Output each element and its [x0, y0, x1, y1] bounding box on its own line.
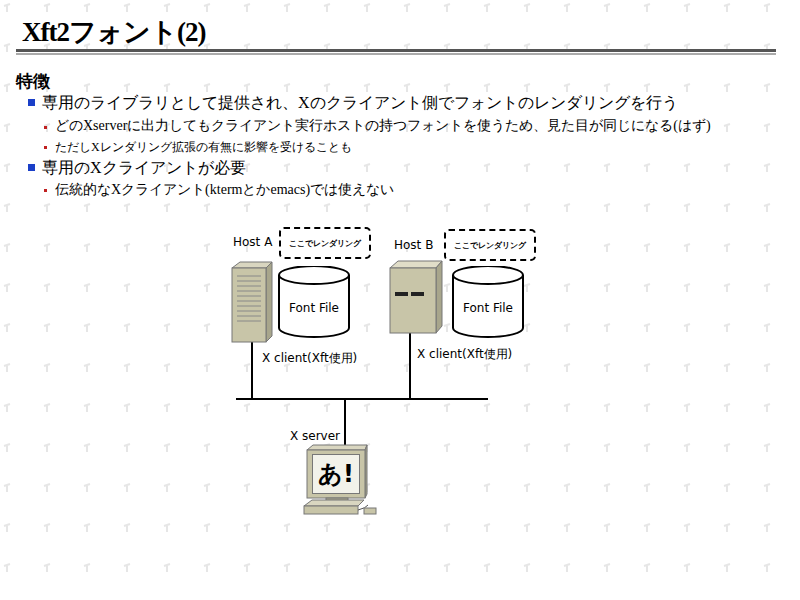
bullet-text: 専用のライブラリとして提供され、Xのクライアント側でフォントのレンダリングを行う — [42, 93, 678, 114]
bullet-dot — [44, 189, 47, 192]
sub-bullet-text: どのXserverに出力してもクライアント実行ホストの持つフォントを使うため、見… — [55, 117, 711, 135]
title-rule-light — [16, 53, 776, 55]
cylinder-body — [279, 266, 349, 337]
screen-text: あ! — [318, 462, 354, 486]
callout-text: ここでレンダリング — [289, 238, 361, 249]
font-file-cylinder: Font File — [452, 266, 524, 338]
font-file-cylinder: Font File — [278, 266, 350, 338]
sub-bullet-text: 伝統的なXクライアント(ktermとかemacs)では使えない — [55, 181, 394, 199]
host-label: Host B — [394, 238, 433, 252]
client-label: X client(Xft使用) — [417, 346, 512, 363]
x-server-terminal — [304, 445, 376, 514]
cylinder-text: Font File — [289, 301, 339, 315]
cylinder-rim — [279, 275, 349, 284]
host-label: Host A — [233, 235, 272, 249]
title-rule — [16, 49, 776, 52]
rendering-callout: ここでレンダリング — [279, 227, 371, 259]
server-tower — [232, 262, 272, 342]
callout-text: ここでレンダリング — [454, 240, 526, 251]
server-label: X server — [290, 429, 340, 443]
bullet-dot — [44, 126, 47, 129]
cylinder-text: Font File — [463, 301, 513, 315]
bullet-square — [28, 99, 35, 106]
screen-display: あ! — [312, 454, 360, 494]
cylinder-rim — [453, 275, 523, 284]
client-label: X client(Xft使用) — [262, 350, 357, 367]
server-box — [390, 261, 442, 333]
rendering-callout: ここでレンダリング — [444, 229, 536, 261]
bullet-square — [28, 164, 35, 171]
section-heading: 特徴 — [16, 70, 50, 93]
slide-title: Xft2フォント(2) — [22, 14, 205, 50]
cylinder-body — [453, 266, 523, 337]
bullet-text: 専用のXクライアントが必要 — [42, 158, 246, 179]
sub-bullet-text: ただしXレンダリング拡張の有無に影響を受けることも — [55, 139, 352, 156]
bullet-dot — [44, 146, 47, 149]
